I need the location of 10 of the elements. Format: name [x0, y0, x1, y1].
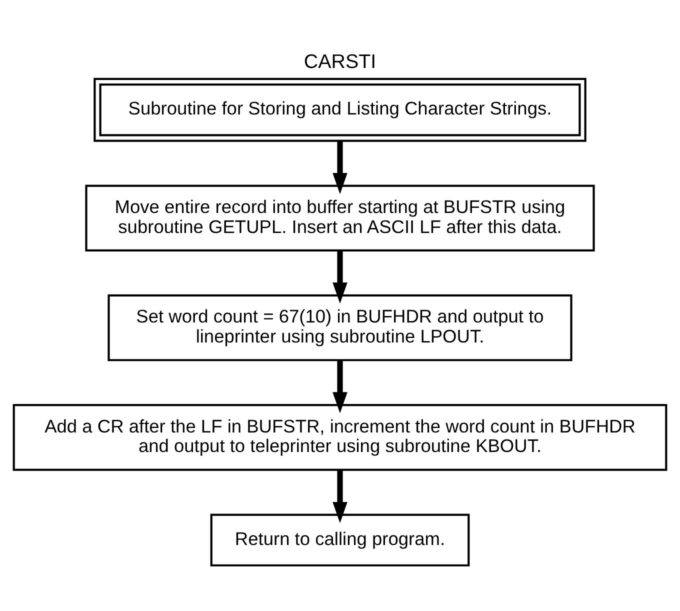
arrow	[332, 469, 348, 523]
node-box: Set word count = 67(10) in BUFHDR and output to lineprinter using subroutine LPOUT.	[108, 294, 572, 361]
diagram-title: CARSTI	[304, 50, 376, 72]
arrow	[332, 250, 348, 304]
node-box: Add a CR after the LF in BUFSTR, increment the word count in BUFHDR and output to teleprinter using subroutine KBOUT.	[12, 404, 668, 470]
node-box: Subroutine for Storing and Listing Character Strings.	[94, 77, 586, 142]
node-box: Move entire record into buffer starting at BUFSTR using subroutine GETUPL. Insert an ASCII LF after this data.	[85, 184, 595, 252]
arrow	[332, 140, 348, 194]
node-box: Return to calling program.	[210, 513, 470, 566]
arrow	[332, 360, 348, 413]
